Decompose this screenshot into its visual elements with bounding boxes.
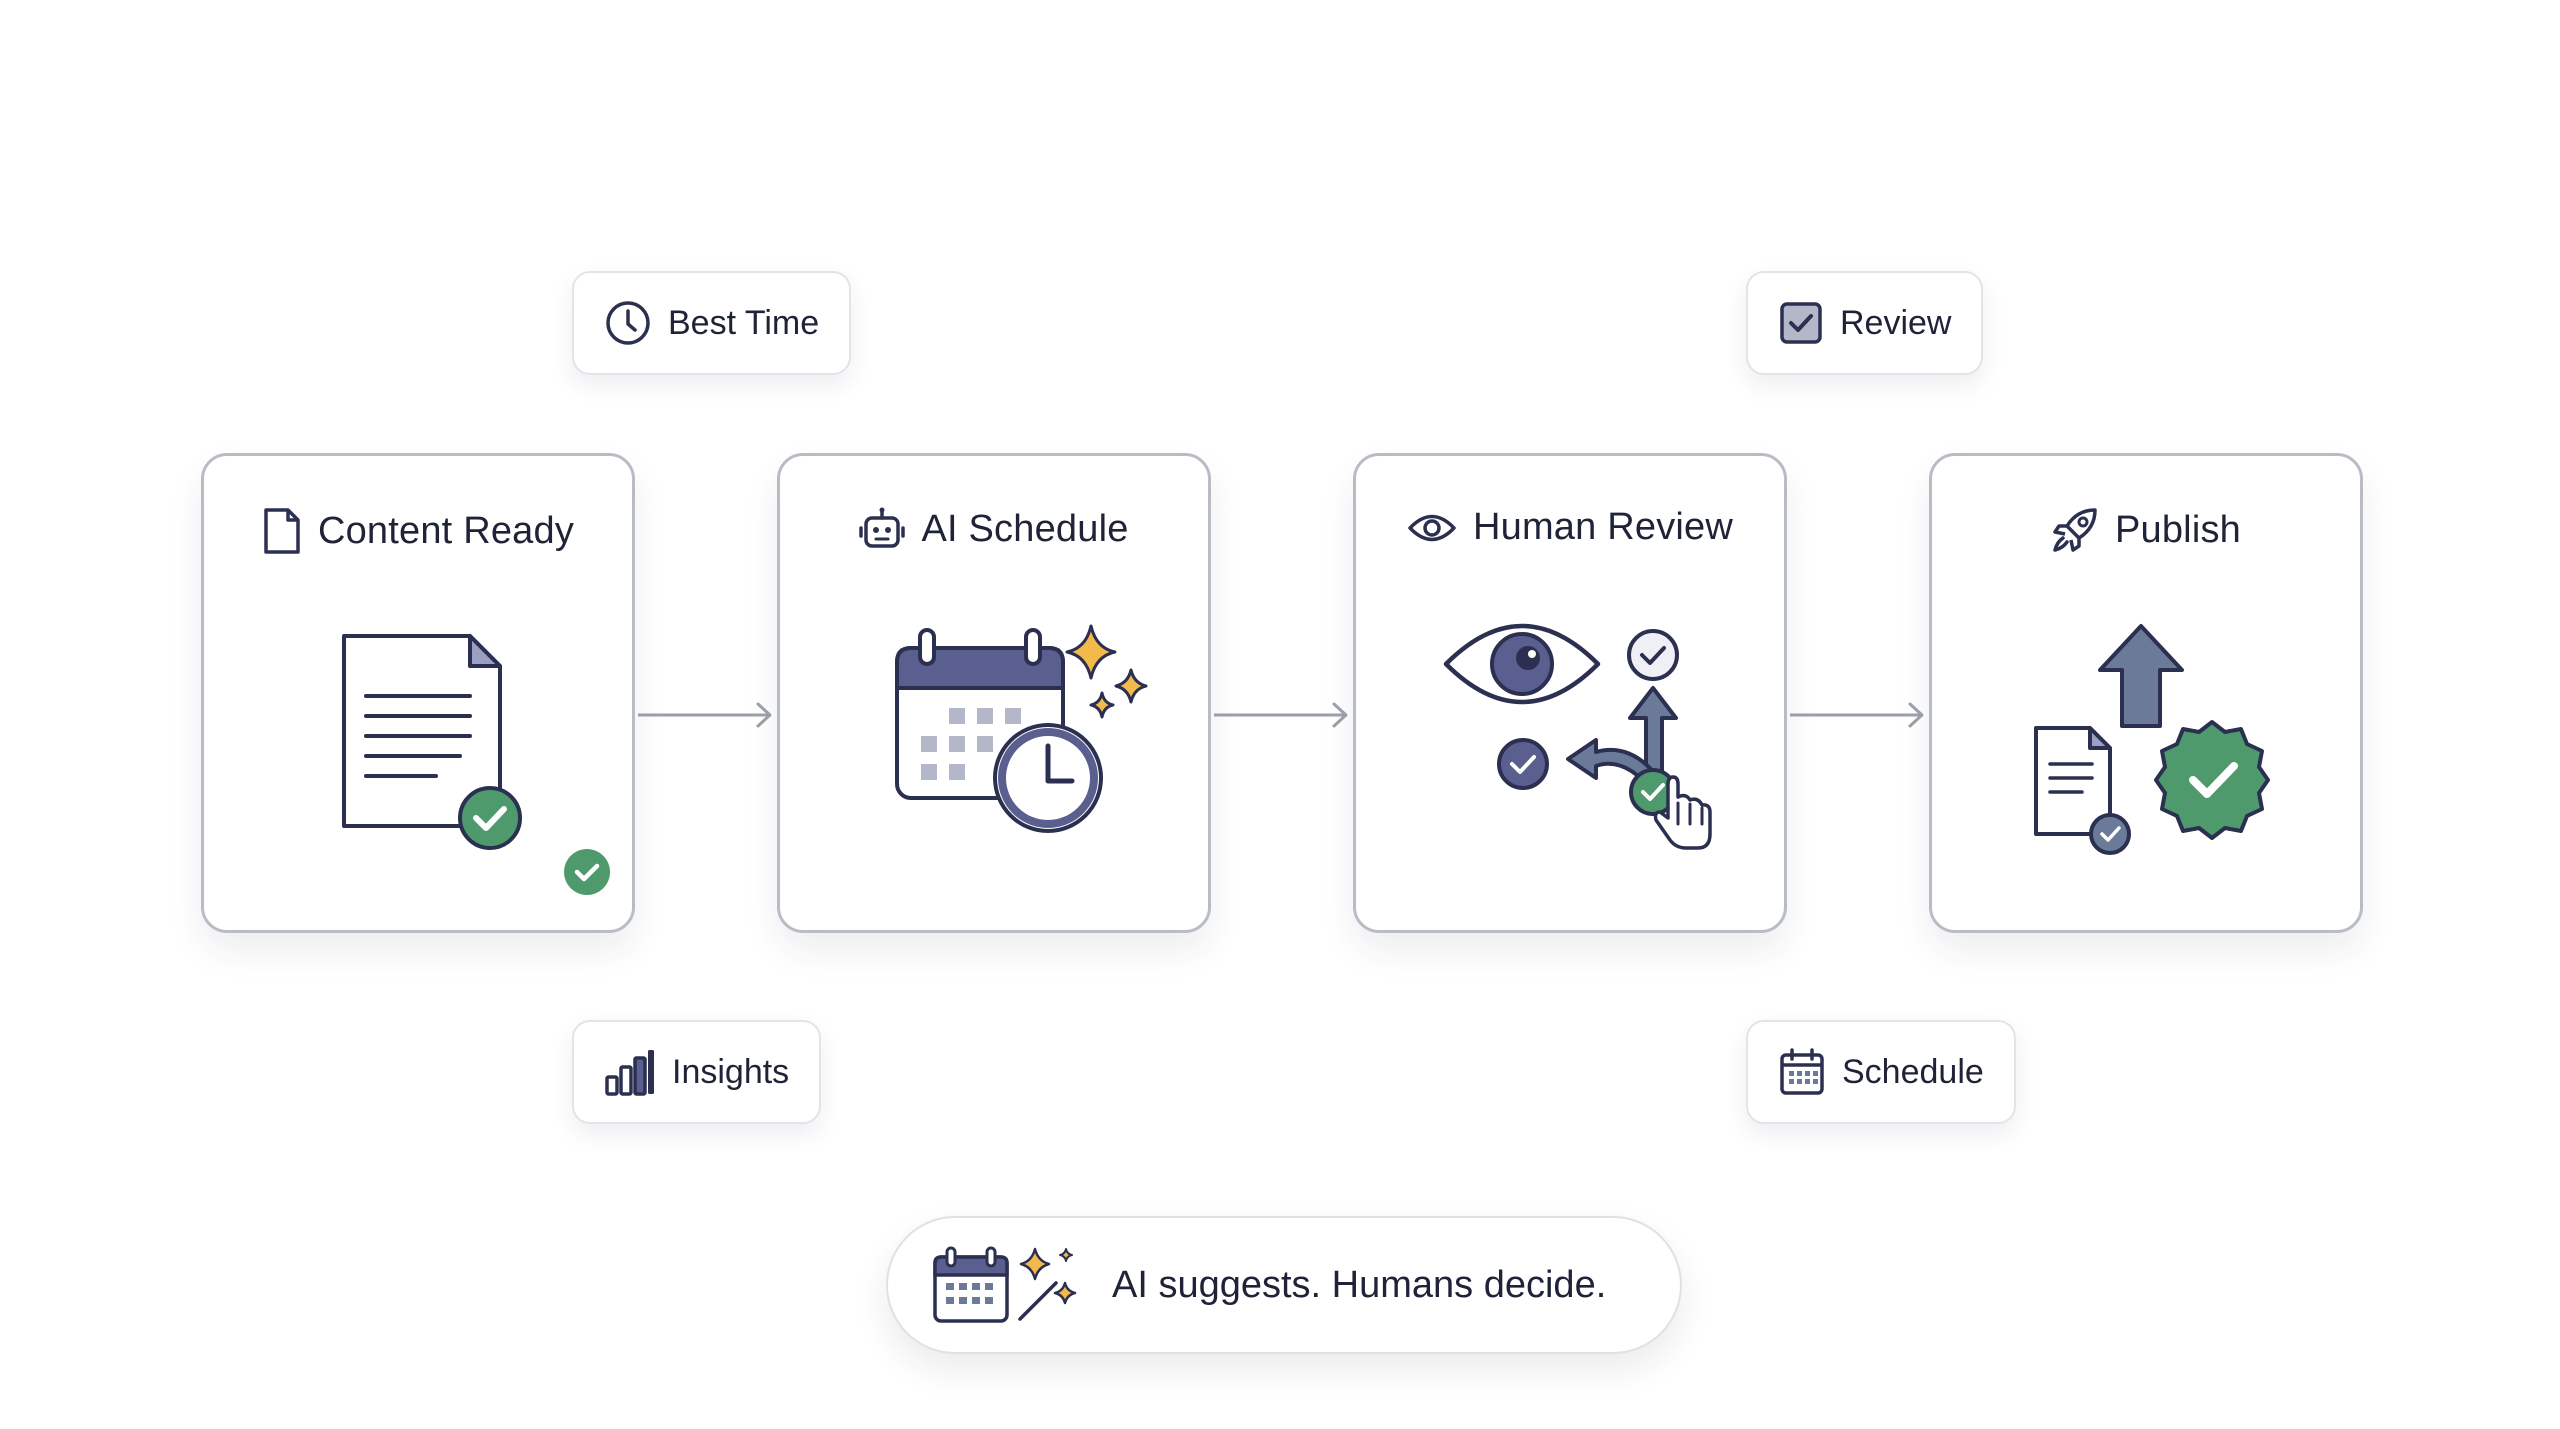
badge-label: Insights [672, 1052, 790, 1091]
step-header: AI Schedule [780, 506, 1208, 552]
step-header: Content Ready [204, 506, 632, 556]
publish-illustration [1932, 596, 2360, 896]
badge-label: Schedule [1842, 1052, 1984, 1091]
step-title: Human Review [1472, 506, 1734, 548]
insights-badge[interactable]: Insights [572, 1020, 822, 1124]
review-illustration [1356, 596, 1784, 896]
step-title: AI Schedule [921, 507, 1129, 550]
step-card-publish[interactable]: Publish [1929, 453, 2363, 933]
calendar-magic-icon [933, 1246, 1077, 1323]
connector-arrow [638, 702, 772, 728]
document-icon [264, 508, 300, 554]
publish-upload-icon [2034, 624, 2270, 855]
bar-chart-icon [605, 1050, 654, 1096]
review-badge[interactable]: Review [1746, 271, 1984, 375]
clock-icon [606, 301, 650, 345]
calendar-icon [1780, 1048, 1824, 1095]
rocket-icon [2053, 508, 2097, 552]
connector-arrow [1214, 702, 1348, 728]
review-decision-icon [1443, 623, 1712, 850]
document-illustration [204, 596, 632, 896]
badge-label: Review [1840, 303, 1952, 342]
step-card-human-review[interactable]: Human Review [1353, 453, 1787, 933]
tagline-banner: AI suggests. Humans decide. [886, 1216, 1682, 1354]
checkbox-icon [1780, 302, 1822, 344]
step-header: Publish [1932, 506, 2360, 554]
step-title: Publish [2114, 508, 2242, 551]
tagline-text: AI suggests. Humans decide. [1112, 1263, 1607, 1306]
calendar-clock-icon [895, 624, 1148, 833]
best-time-badge[interactable]: Best Time [572, 271, 852, 375]
step-card-content-ready[interactable]: Content Ready [201, 453, 635, 933]
connector-arrow [1790, 702, 1924, 728]
schedule-badge[interactable]: Schedule [1746, 1020, 2016, 1124]
robot-icon [859, 507, 906, 548]
eye-icon [1408, 514, 1456, 541]
calendar-clock-illustration [780, 596, 1208, 896]
step-title: Content Ready [317, 509, 575, 552]
step-header: Human Review [1356, 506, 1784, 549]
badge-label: Best Time [668, 303, 820, 342]
document-check-icon [342, 634, 610, 895]
step-card-ai-schedule[interactable]: AI Schedule [777, 453, 1211, 933]
